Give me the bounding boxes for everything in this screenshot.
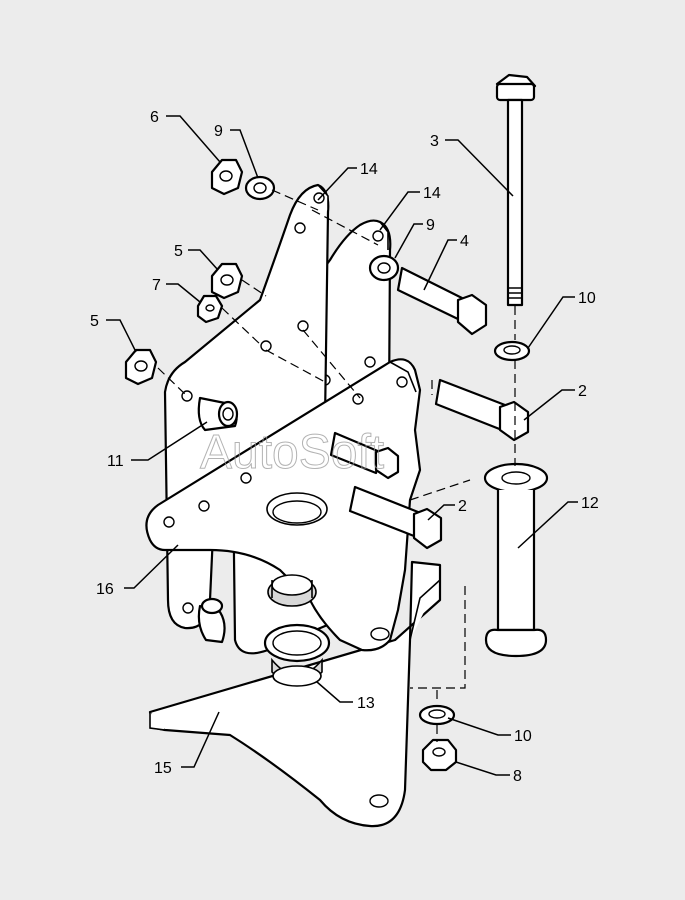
nut-6 [210,158,244,196]
callout-3: 3 [430,133,439,150]
bolt-4 [396,266,488,336]
bolt-2-upper [434,378,530,442]
bolt-2-lower [348,485,443,550]
callout-16: 16 [96,581,114,598]
nut-5-upper [210,262,244,300]
alignment-lines [157,189,516,742]
callout-13: 13 [357,695,375,712]
callout-12: 12 [581,495,599,512]
nut-7 [196,294,224,324]
callout-4: 4 [460,233,469,250]
callout-15: 15 [154,760,172,777]
callout-5: 5 [174,243,183,260]
nut-8 [421,738,458,772]
bushing-13-upper [267,574,317,607]
callout-10: 10 [514,728,532,745]
callout-5: 5 [90,313,99,330]
washer-9-left [244,175,276,201]
callout-10: 10 [578,290,596,307]
callout-6: 6 [150,109,159,126]
callout-8: 8 [513,768,522,785]
bushing-13-lower [263,623,331,687]
callout-7: 7 [152,277,161,294]
leader-lines [106,115,578,776]
callout-14: 14 [423,185,441,202]
callout-2: 2 [458,498,467,515]
lock-washer-10-upper [493,340,531,362]
base-plate-15 [148,560,442,828]
bolt-2-middle [329,431,400,480]
lower-spacer [197,597,226,644]
callout-14: 14 [360,161,378,178]
watermark: AutoSoft [200,426,384,479]
callout-11: 11 [107,453,124,470]
callout-labels: 6 9 14 14 9 4 3 5 7 5 10 2 11 2 12 16 13… [90,109,599,785]
callout-9: 9 [426,217,435,234]
lock-washer-10-lower [418,704,456,726]
callout-2: 2 [578,383,587,400]
support-plate-16 [145,358,422,652]
nut-5-lower [124,348,158,386]
long-bolt-3 [495,73,537,307]
washer-9-right [368,254,400,282]
spacer-11 [197,396,239,432]
callout-9: 9 [214,123,223,140]
spacer-tube-12 [483,462,549,658]
